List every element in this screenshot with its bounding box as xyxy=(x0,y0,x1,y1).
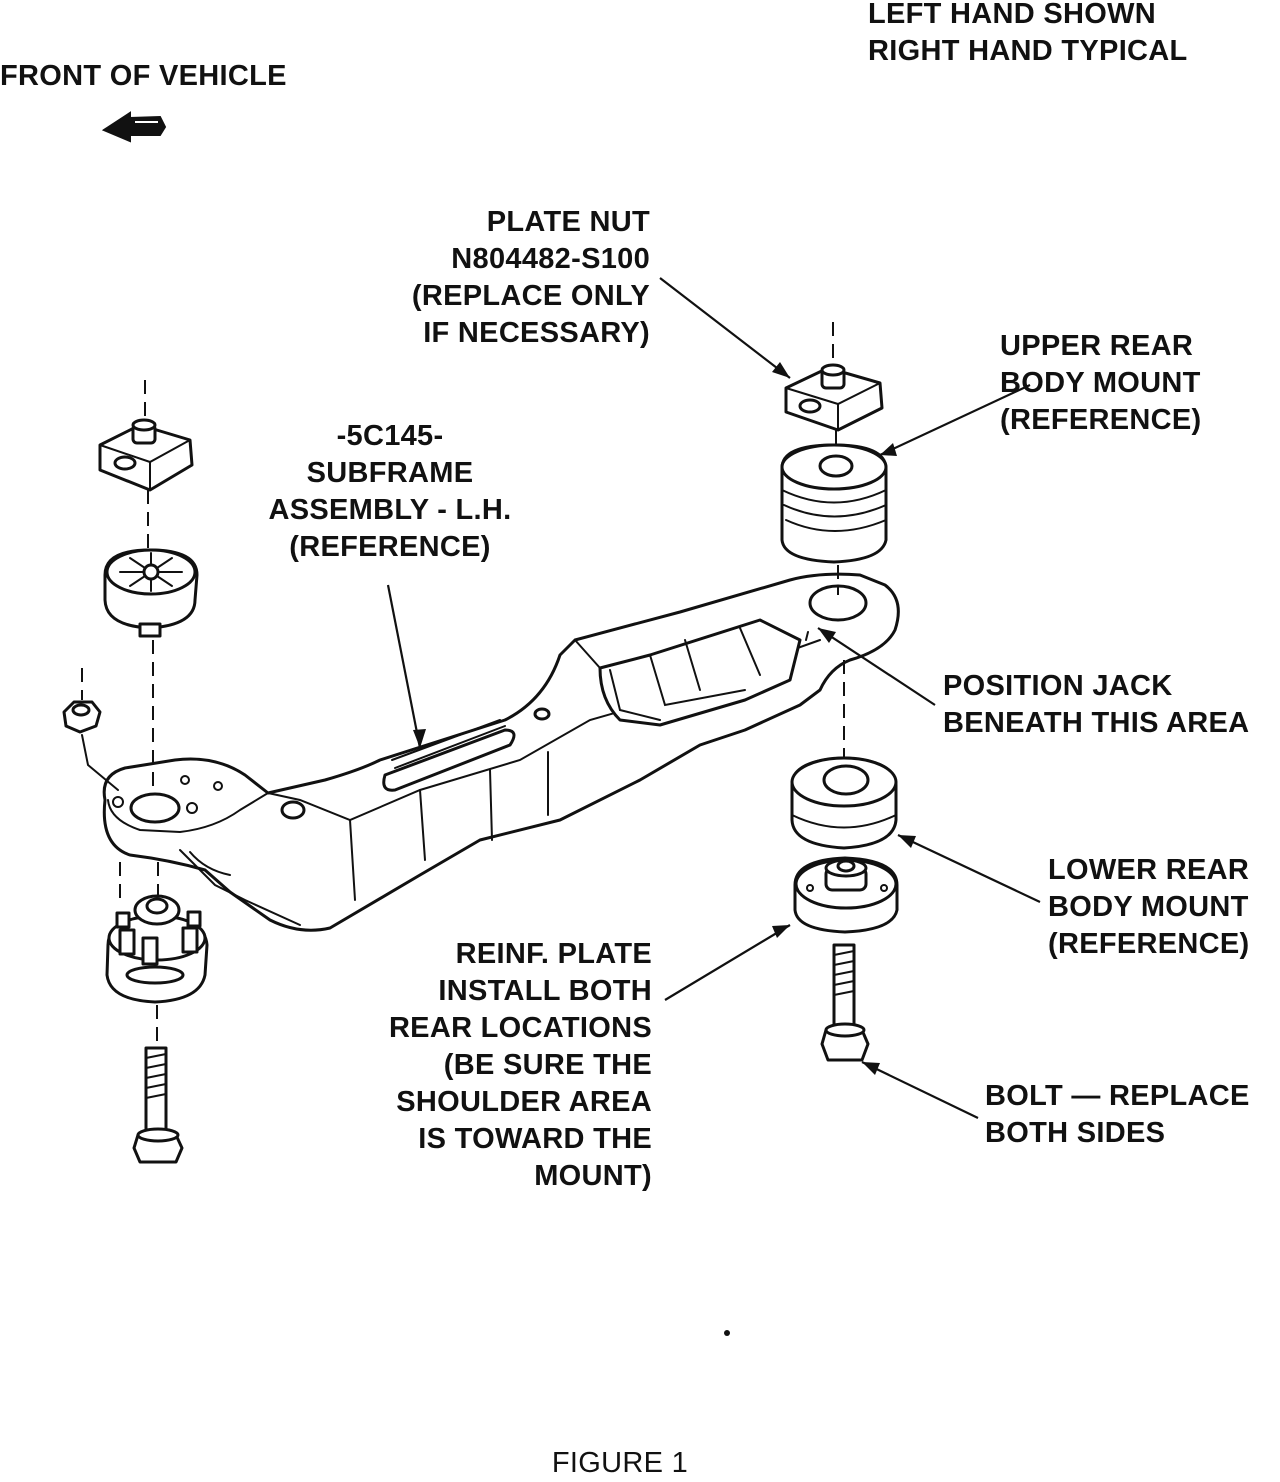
reinf-line-1: REINF. PLATE xyxy=(455,938,652,970)
lower-mount-line-1: LOWER REAR xyxy=(1048,854,1250,886)
figure-caption-text: FIGURE 1 xyxy=(551,1447,689,1479)
leader-lines xyxy=(386,277,1041,1119)
bolt-line-2: BOTH SIDES xyxy=(985,1117,1166,1149)
reinf-line-4: (BE SURE THE xyxy=(443,1049,652,1081)
upper-mount-line-2: BODY MOUNT xyxy=(1000,367,1201,399)
subframe-line-3: ASSEMBLY - L.H. xyxy=(268,494,512,526)
front-of-vehicle-text: FRONT OF VEHICLE xyxy=(0,60,287,92)
plate-nut-line-2: N804482-S100 xyxy=(451,243,650,275)
subframe-assembly-label: -5C145- SUBFRAME ASSEMBLY - L.H. (REFERE… xyxy=(250,418,530,566)
reinf-line-5: SHOULDER AREA xyxy=(396,1086,652,1118)
orientation-line-2: RIGHT HAND TYPICAL xyxy=(868,35,1188,67)
reinf-line-6: IS TOWARD THE xyxy=(418,1123,652,1155)
left-mount-stack xyxy=(62,380,209,1164)
upper-mount-line-3: (REFERENCE) xyxy=(1000,404,1202,436)
reinf-line-2: INSTALL BOTH xyxy=(438,975,652,1007)
jack-line-2: BENEATH THIS AREA xyxy=(943,707,1250,739)
reinf-plate-label: REINF. PLATE INSTALL BOTH REAR LOCATIONS… xyxy=(352,936,652,1195)
figure-caption: FIGURE 1 xyxy=(520,1445,720,1482)
plate-nut-line-3: (REPLACE ONLY xyxy=(411,280,650,312)
reinf-line-3: REAR LOCATIONS xyxy=(388,1012,652,1044)
lower-mount-line-3: (REFERENCE) xyxy=(1048,928,1250,960)
upper-rear-body-mount-label: UPPER REAR BODY MOUNT (REFERENCE) xyxy=(1000,328,1258,439)
right-mount-stack xyxy=(780,322,899,1062)
upper-mount-line-1: UPPER REAR xyxy=(1000,330,1194,362)
lower-rear-body-mount-label: LOWER REAR BODY MOUNT (REFERENCE) xyxy=(1048,852,1249,963)
bolt-line-1: BOLT — REPLACE xyxy=(985,1080,1250,1112)
lower-mount-line-2: BODY MOUNT xyxy=(1048,891,1249,923)
plate-nut-label: PLATE NUT N804482-S100 (REPLACE ONLY IF … xyxy=(380,204,650,352)
bolt-label: BOLT — REPLACE BOTH SIDES xyxy=(985,1078,1250,1152)
position-jack-label: POSITION JACK BENEATH THIS AREA xyxy=(943,668,1249,742)
subframe-line-1: -5C145- xyxy=(336,420,444,452)
orientation-note: LEFT HAND SHOWN RIGHT HAND TYPICAL xyxy=(868,0,1188,70)
arrow-left-icon xyxy=(101,111,167,143)
jack-line-1: POSITION JACK xyxy=(943,670,1173,702)
subframe-line-2: SUBFRAME xyxy=(306,457,474,489)
front-of-vehicle-label: FRONT OF VEHICLE xyxy=(0,58,287,95)
plate-nut-line-1: PLATE NUT xyxy=(486,206,650,238)
orientation-line-1: LEFT HAND SHOWN xyxy=(868,0,1157,30)
plate-nut-line-4: IF NECESSARY) xyxy=(423,317,650,349)
subframe-assembly xyxy=(102,572,900,932)
subframe-line-4: (REFERENCE) xyxy=(289,531,491,563)
reinf-line-7: MOUNT) xyxy=(534,1160,652,1192)
